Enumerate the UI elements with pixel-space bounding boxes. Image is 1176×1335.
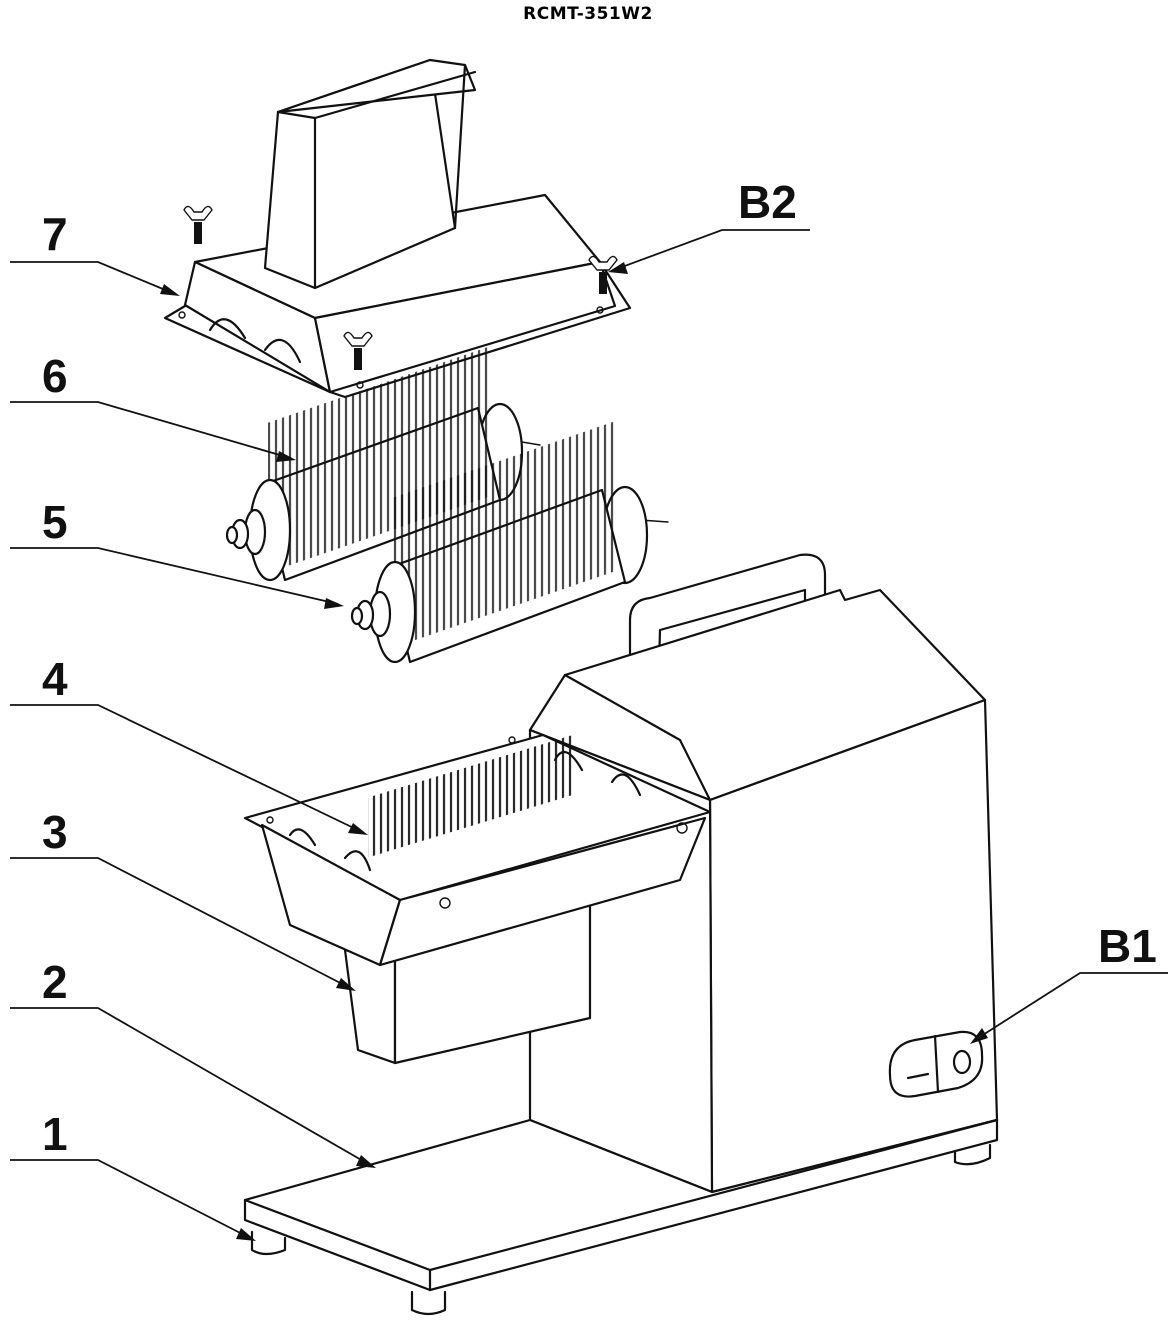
switch-b1 <box>888 1030 984 1098</box>
leader-lines <box>10 229 1168 1241</box>
callout-7: 7 <box>42 208 68 260</box>
callout-labels: 7 6 5 4 3 2 1 B2 B1 <box>42 176 1157 1160</box>
callout-4: 4 <box>42 653 68 705</box>
roller-part-5 <box>350 421 669 664</box>
top-cover-part-7 <box>163 58 632 399</box>
base-plate-part-1-2 <box>243 1118 999 1316</box>
model-code: RCMT-351W2 <box>523 4 653 24</box>
callout-1: 1 <box>42 1108 68 1160</box>
callout-b1: B1 <box>1098 920 1157 972</box>
wing-screw-b2-group <box>183 205 618 370</box>
callout-3: 3 <box>42 806 68 858</box>
comb-tray-part-4 <box>243 733 712 967</box>
callout-2: 2 <box>42 956 68 1008</box>
callout-6: 6 <box>42 350 68 402</box>
callout-b2: B2 <box>738 176 797 228</box>
chute-part-3 <box>343 893 592 1065</box>
roller-part-6 <box>225 346 541 582</box>
callout-5: 5 <box>42 496 68 548</box>
